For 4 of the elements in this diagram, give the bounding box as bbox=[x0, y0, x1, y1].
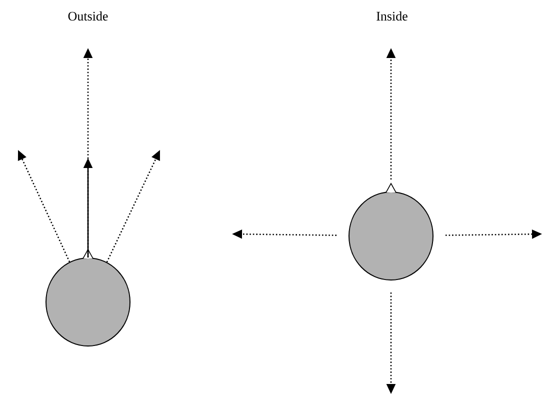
head-drawing bbox=[348, 182, 434, 280]
head-drawing bbox=[46, 248, 130, 346]
panel-title: Inside bbox=[376, 11, 408, 21]
panel-title: Outside bbox=[68, 11, 108, 21]
